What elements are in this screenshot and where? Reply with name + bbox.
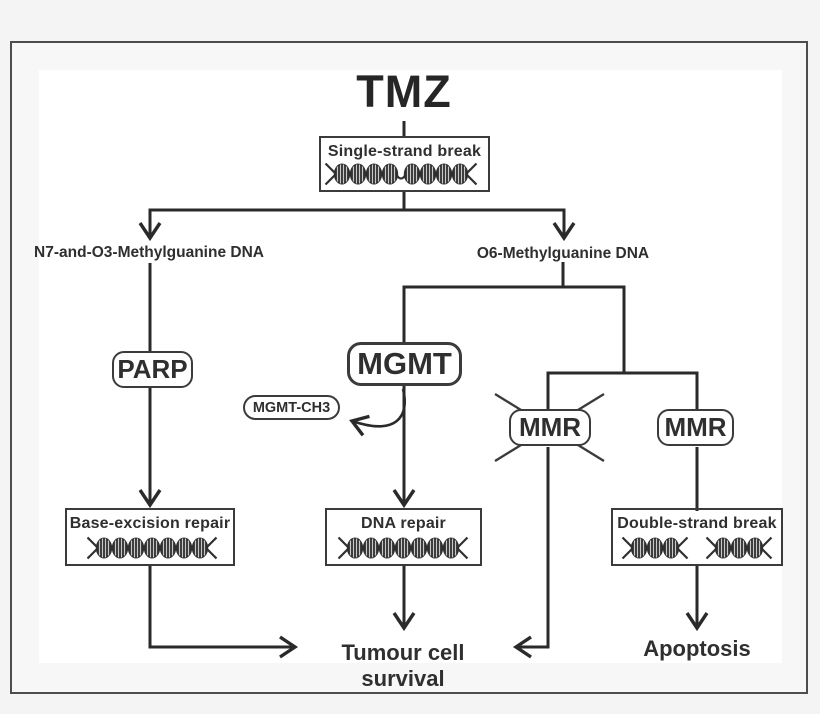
node-mmr-inactive: MMR — [509, 409, 591, 446]
label-tumour-cell-survival: Tumour cell survival — [341, 640, 465, 691]
edge-ber-to-survival — [148, 566, 299, 659]
label-apoptosis: Apoptosis — [643, 636, 751, 661]
node-mgmt-ch3: MGMT-CH3 — [243, 395, 340, 420]
node-dna-repair-label: DNA repair — [361, 515, 446, 532]
edge-mmr-split — [546, 371, 699, 410]
node-mmr-active: MMR — [657, 409, 734, 446]
diagram-title: TMZ — [356, 66, 452, 117]
node-base-excision-repair-label: Base-excision repair — [69, 515, 231, 532]
edge-mmrinactive-to-survival — [512, 447, 550, 659]
node-double-strand-break-label: Double-strand break — [617, 515, 777, 532]
node-dna-repair: DNA repair — [325, 508, 482, 566]
node-parp: PARP — [112, 351, 193, 388]
dna-helix-single-break-icon — [324, 162, 478, 186]
edge-split-bar — [138, 208, 576, 242]
connector-lines — [138, 121, 709, 659]
node-single-strand-break: Single-strand break — [319, 136, 490, 192]
node-mgmt: MGMT — [347, 342, 462, 386]
node-single-strand-break-label: Single-strand break — [327, 143, 482, 160]
edge-mgmt-to-mgmtch3 — [349, 388, 406, 437]
label-o6-methylguanine-dna: O6-Methylguanine DNA — [476, 245, 650, 262]
node-double-strand-break: Double-strand break — [611, 508, 783, 566]
edge-o6-split — [402, 285, 626, 373]
label-n7-o3-methylguanine-dna: N7-and-O3-Methylguanine DNA — [34, 244, 264, 261]
node-base-excision-repair: Base-excision repair — [65, 508, 235, 566]
